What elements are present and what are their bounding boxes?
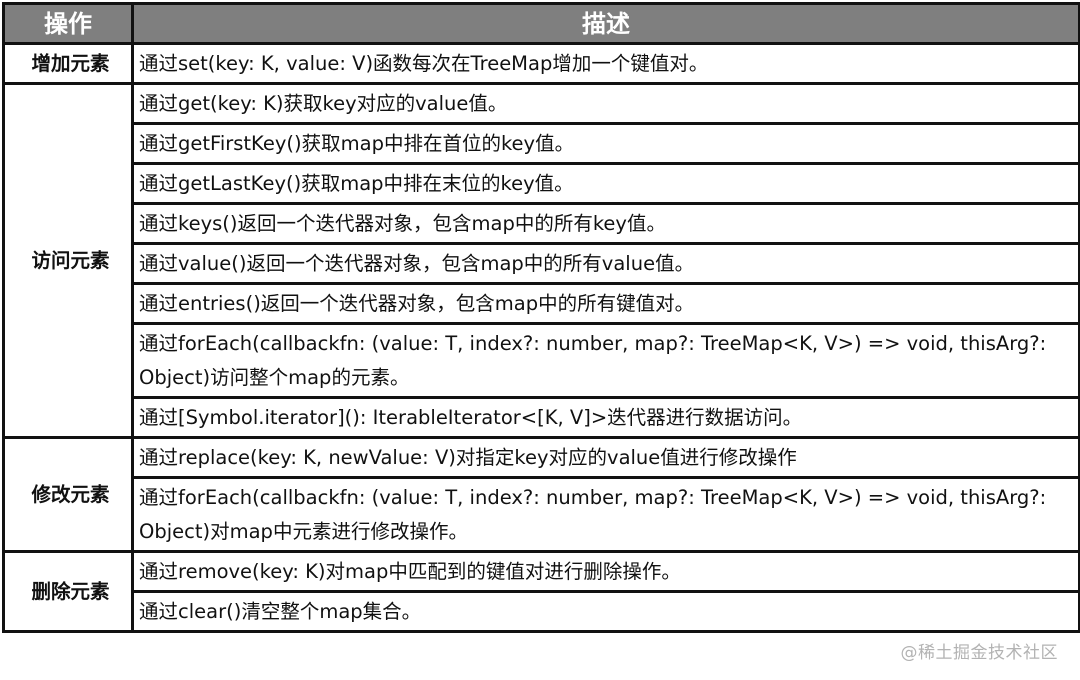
watermark: @稀土掘金技术社区 xyxy=(900,643,1058,663)
table-row: 修改元素 通过replace(key: K, newValue: V)对指定ke… xyxy=(2,436,1080,553)
table-row: 通过forEach(callbackfn: (value: T, index?:… xyxy=(4,476,1080,553)
operation-access: 访问元素 xyxy=(2,82,134,439)
table-row: 增加元素 通过set(key: K, value: V)函数每次在TreeMap… xyxy=(2,42,1080,85)
table-row: 通过forEach(callbackfn: (value: T, index?:… xyxy=(4,322,1080,399)
header-row: 操作 描述 xyxy=(2,2,1080,45)
header-description: 描述 xyxy=(131,2,1080,45)
desc-keys: 通过keys()返回一个迭代器对象，包含map中的所有key值。 xyxy=(131,202,1080,245)
desc-get: 通过get(key: K)获取key对应的value值。 xyxy=(131,82,1080,125)
treemap-operations-table: 操作 描述 增加元素 通过set(key: K, value: V)函数每次在T… xyxy=(2,2,1080,633)
desc-symbol-iterator: 通过[Symbol.iterator](): IterableIterator<… xyxy=(131,396,1080,439)
table-row: 访问元素 通过get(key: K)获取key对应的value值。 xyxy=(2,82,1080,439)
operation-delete: 删除元素 xyxy=(2,550,134,633)
table-row: 删除元素 通过remove(key: K)对map中匹配到的键值对进行删除操作。 xyxy=(2,550,1080,633)
table-row: 通过clear()清空整个map集合。 xyxy=(4,590,1080,633)
operation-modify: 修改元素 xyxy=(2,436,134,553)
table-row: 通过entries()返回一个迭代器对象，包含map中的所有键值对。 xyxy=(4,282,1080,325)
desc-get-last-key: 通过getLastKey()获取map中排在末位的key值。 xyxy=(131,162,1080,205)
table-row: 通过keys()返回一个迭代器对象，包含map中的所有key值。 xyxy=(4,202,1080,245)
desc-clear: 通过clear()清空整个map集合。 xyxy=(131,590,1080,633)
header-operation: 操作 xyxy=(2,2,134,45)
desc-replace: 通过replace(key: K, newValue: V)对指定key对应的v… xyxy=(131,436,1080,479)
desc-foreach-access: 通过forEach(callbackfn: (value: T, index?:… xyxy=(131,322,1080,399)
desc-set: 通过set(key: K, value: V)函数每次在TreeMap增加一个键… xyxy=(131,42,1080,85)
table-row: 通过value()返回一个迭代器对象，包含map中的所有value值。 xyxy=(4,242,1080,285)
operation-add: 增加元素 xyxy=(2,42,134,85)
desc-foreach-modify: 通过forEach(callbackfn: (value: T, index?:… xyxy=(131,476,1080,553)
desc-entries: 通过entries()返回一个迭代器对象，包含map中的所有键值对。 xyxy=(131,282,1080,325)
table-row: 通过getLastKey()获取map中排在末位的key值。 xyxy=(4,162,1080,205)
desc-value: 通过value()返回一个迭代器对象，包含map中的所有value值。 xyxy=(131,242,1080,285)
table-row: 通过getFirstKey()获取map中排在首位的key值。 xyxy=(4,122,1080,165)
table-row: 通过[Symbol.iterator](): IterableIterator<… xyxy=(4,396,1080,439)
desc-get-first-key: 通过getFirstKey()获取map中排在首位的key值。 xyxy=(131,122,1080,165)
desc-remove: 通过remove(key: K)对map中匹配到的键值对进行删除操作。 xyxy=(131,550,1080,593)
